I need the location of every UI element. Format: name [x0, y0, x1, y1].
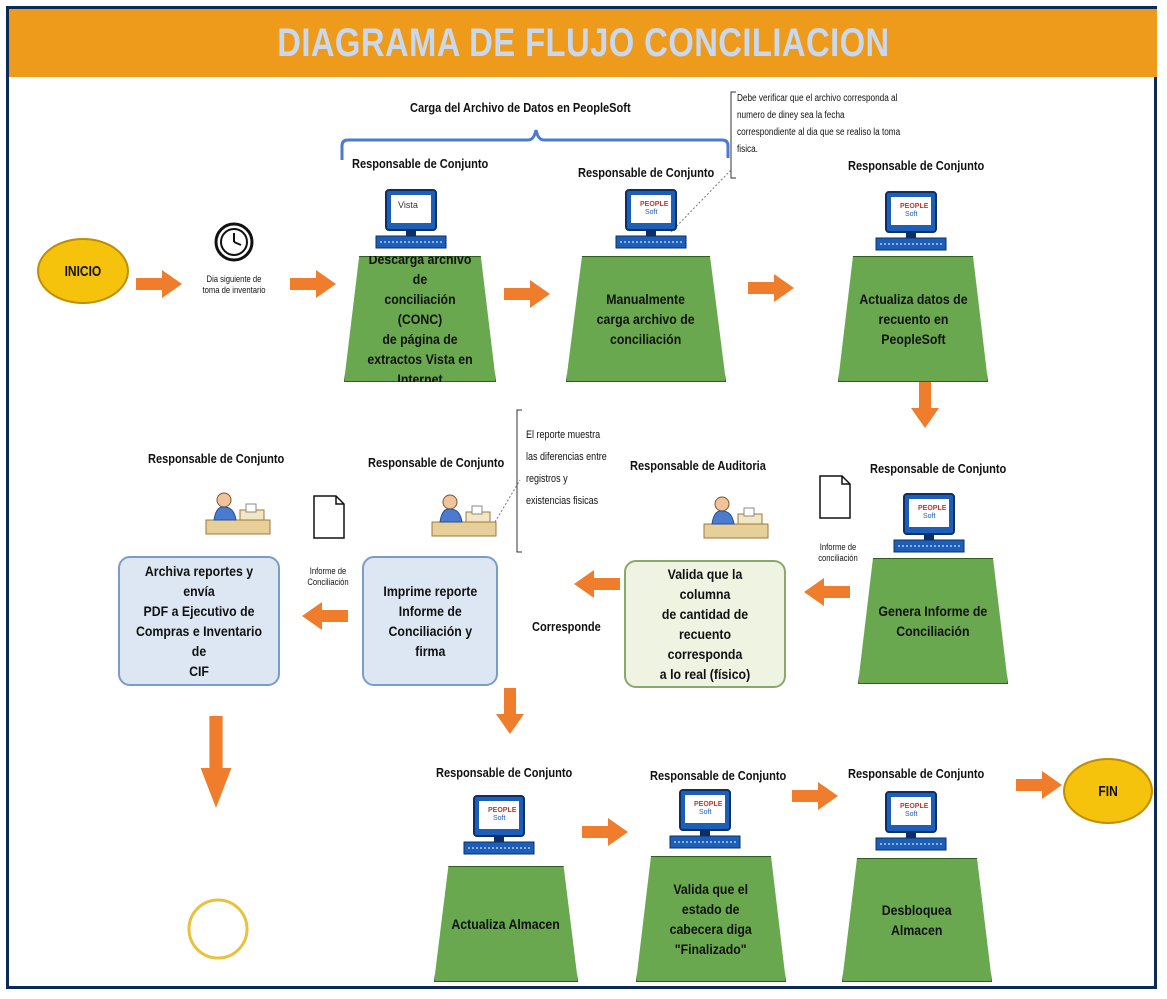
svg-text:Soft: Soft — [699, 809, 712, 816]
svg-text:PEOPLE: PEOPLE — [694, 801, 723, 808]
document-icon — [819, 475, 851, 519]
document-icon — [313, 495, 345, 539]
svg-text:PEOPLE: PEOPLE — [900, 203, 929, 210]
person-at-desk-icon — [703, 496, 769, 539]
svg-text:PEOPLE: PEOPLE — [640, 201, 669, 208]
diagram-title: DIAGRAMA DE FLUJO CONCILIACION — [276, 20, 890, 65]
group-label: Carga del Archivo de Datos en PeopleSoft — [410, 100, 631, 115]
group-bracket — [340, 129, 730, 160]
computer-icon-peoplesoft: PEOPLE Soft — [463, 795, 535, 855]
role-label-6: Responsable de Conjunto — [368, 455, 505, 470]
computer-icon-peoplesoft: PEOPLE Soft — [893, 493, 965, 553]
role-label-5: Responsable de Auditoria — [630, 458, 766, 473]
arrow-6 — [804, 578, 850, 606]
arrow-13 — [1016, 771, 1062, 799]
arrow-3 — [504, 280, 550, 308]
note-leader-mid — [494, 479, 521, 523]
clock-icon — [214, 222, 254, 262]
note-top: Debe verificar que el archivo correspond… — [737, 93, 901, 155]
role-label-7: Responsable de Conjunto — [148, 451, 285, 466]
role-label-10: Responsable de Conjunto — [848, 766, 985, 781]
orphan-end-circle — [187, 898, 249, 960]
arrow-12 — [792, 782, 838, 810]
computer-icon-peoplesoft: PEOPLE Soft — [615, 189, 687, 249]
role-label-3: Responsable de Conjunto — [848, 158, 985, 173]
end-terminator: FIN — [1063, 758, 1153, 824]
svg-text:Soft: Soft — [645, 209, 658, 216]
computer-icon-peoplesoft: PEOPLE Soft — [875, 191, 947, 251]
role-label-2: Responsable de Conjunto — [578, 165, 715, 180]
computer-icon-vista: Vista — [375, 189, 447, 249]
arrow-4 — [748, 274, 794, 302]
role-label-4: Responsable de Conjunto — [870, 461, 1007, 476]
role-label-9: Responsable de Conjunto — [650, 768, 787, 783]
arrow-2 — [290, 270, 336, 298]
svg-text:PEOPLE: PEOPLE — [918, 505, 947, 512]
role-label-8: Responsable de Conjunto — [436, 765, 573, 780]
computer-icon-peoplesoft: PEOPLE Soft — [875, 791, 947, 851]
svg-text:PEOPLE: PEOPLE — [900, 803, 929, 810]
arrow-7 — [574, 570, 620, 598]
person-at-desk-icon — [431, 494, 497, 537]
arrow-1 — [136, 270, 182, 298]
start-terminator: INICIO — [37, 238, 129, 304]
title-bar: DIAGRAMA DE FLUJO CONCILIACION — [9, 9, 1157, 77]
svg-text:Soft: Soft — [923, 513, 936, 520]
svg-text:Soft: Soft — [905, 211, 918, 218]
arrow-5 — [911, 382, 939, 428]
arrow-10 — [200, 716, 232, 808]
corresponde-label: Corresponde — [532, 619, 601, 634]
step-update-warehouse: Actualiza Almacen — [434, 866, 578, 982]
diagram-frame — [6, 6, 1157, 989]
role-label-1: Responsable de Conjunto — [352, 156, 489, 171]
note-bracket-top — [730, 91, 736, 179]
arrow-9 — [496, 688, 524, 734]
svg-text:Soft: Soft — [905, 811, 918, 818]
person-at-desk-icon — [205, 492, 271, 535]
arrow-11 — [582, 818, 628, 846]
computer-icon-peoplesoft: PEOPLE Soft — [669, 789, 741, 849]
svg-text:Soft: Soft — [493, 815, 506, 822]
note-bracket-mid — [516, 409, 522, 553]
svg-text:Vista: Vista — [398, 200, 418, 210]
svg-text:PEOPLE: PEOPLE — [488, 807, 517, 814]
arrow-8 — [302, 602, 348, 630]
